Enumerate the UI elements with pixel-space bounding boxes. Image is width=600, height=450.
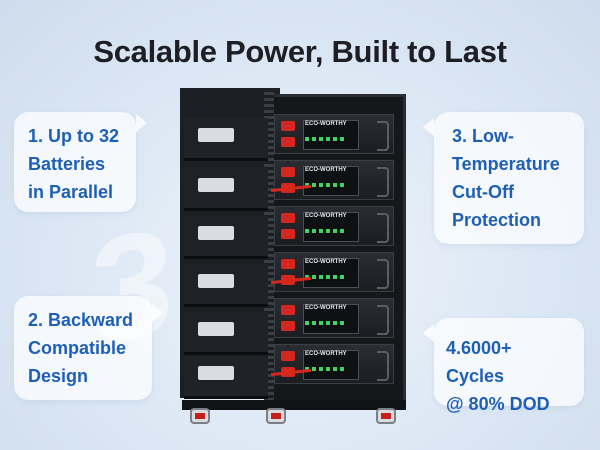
battery-module: ECO-WORTHY xyxy=(274,114,394,154)
feature-card-compatible: 2. Backward Compatible Design xyxy=(14,296,163,400)
caster-wheel xyxy=(266,408,286,424)
battery-rack-image: ECO-WORTHY ECO-WORTHY ECO-WORTHY ECO-WOR… xyxy=(170,88,410,426)
side-shelf xyxy=(184,216,268,259)
shelf-label xyxy=(198,178,234,192)
pointer-arrow xyxy=(152,304,163,322)
status-leds xyxy=(305,367,345,371)
wheel-brake xyxy=(195,413,205,419)
module-brand: ECO-WORTHY xyxy=(305,121,347,127)
feature-line: Cut-Off xyxy=(452,182,514,202)
wheel-brake xyxy=(271,413,281,419)
side-shelf xyxy=(184,312,268,355)
wheel-brake xyxy=(381,413,391,419)
module-brand: ECO-WORTHY xyxy=(305,305,347,311)
caster-wheel xyxy=(190,408,210,424)
feature-line: 4.6000+ Cycles xyxy=(446,338,512,386)
module-display xyxy=(303,212,359,242)
feature-card-low-temp: 3. Low- Temperature Cut-Off Protection xyxy=(423,112,584,244)
feature-line: Temperature xyxy=(452,154,560,174)
module-display xyxy=(303,350,359,380)
negative-terminal xyxy=(281,321,295,331)
status-leds xyxy=(305,321,345,325)
module-brand: ECO-WORTHY xyxy=(305,213,347,219)
module-handle xyxy=(377,259,389,289)
positive-terminal xyxy=(281,305,295,315)
positive-terminal xyxy=(281,167,295,177)
rack-rail xyxy=(264,92,274,400)
page-title: Scalable Power, Built to Last xyxy=(93,34,507,69)
module-handle xyxy=(377,351,389,381)
side-shelf xyxy=(184,118,268,161)
feature-line: Compatible xyxy=(28,338,127,358)
pointer-arrow xyxy=(423,324,434,342)
side-shelf xyxy=(184,264,268,307)
negative-terminal xyxy=(281,137,295,147)
positive-terminal xyxy=(281,213,295,223)
feature-line: in Parallel xyxy=(28,182,114,202)
shelf-label xyxy=(198,322,234,336)
module-handle xyxy=(377,213,389,243)
module-handle xyxy=(377,305,389,335)
module-display xyxy=(303,258,359,288)
feature-card-parallel: 1. Up to 32 Batteries in Parallel xyxy=(14,112,147,212)
negative-terminal xyxy=(281,229,295,239)
module-display xyxy=(303,304,359,334)
battery-module: ECO-WORTHY xyxy=(270,344,394,384)
pointer-arrow xyxy=(136,114,147,132)
positive-terminal xyxy=(281,351,295,361)
module-display xyxy=(303,120,359,150)
feature-card-cycles: 4.6000+ Cycles @ 80% DOD xyxy=(423,318,584,414)
positive-terminal xyxy=(281,259,295,269)
status-leds xyxy=(305,137,345,141)
battery-module: ECO-WORTHY xyxy=(270,252,394,292)
shelf-label xyxy=(198,274,234,288)
status-leds xyxy=(305,229,345,233)
shelf-label xyxy=(198,226,234,240)
side-shelf xyxy=(184,356,268,399)
feature-line: Protection xyxy=(452,210,542,230)
module-brand: ECO-WORTHY xyxy=(305,167,347,173)
battery-module: ECO-WORTHY xyxy=(270,160,394,200)
feature-line: 1. Up to 32 xyxy=(28,126,120,146)
pointer-arrow xyxy=(423,118,434,136)
positive-terminal xyxy=(281,121,295,131)
module-display xyxy=(303,166,359,196)
status-leds xyxy=(305,275,345,279)
status-leds xyxy=(305,183,345,187)
feature-line: @ 80% DOD xyxy=(446,394,550,414)
side-shelf xyxy=(184,168,268,211)
feature-line: 3. Low- xyxy=(452,126,514,146)
battery-module: ECO-WORTHY xyxy=(274,206,394,246)
caster-wheel xyxy=(376,408,396,424)
module-handle xyxy=(377,121,389,151)
feature-line: 2. Backward xyxy=(28,310,134,330)
module-brand: ECO-WORTHY xyxy=(305,259,347,265)
module-handle xyxy=(377,167,389,197)
shelf-label xyxy=(198,366,234,380)
rack-base xyxy=(182,400,406,410)
module-brand: ECO-WORTHY xyxy=(305,351,347,357)
battery-module: ECO-WORTHY xyxy=(274,298,394,338)
feature-line: Design xyxy=(28,366,89,386)
shelf-label xyxy=(198,128,234,142)
feature-line: Batteries xyxy=(28,154,106,174)
